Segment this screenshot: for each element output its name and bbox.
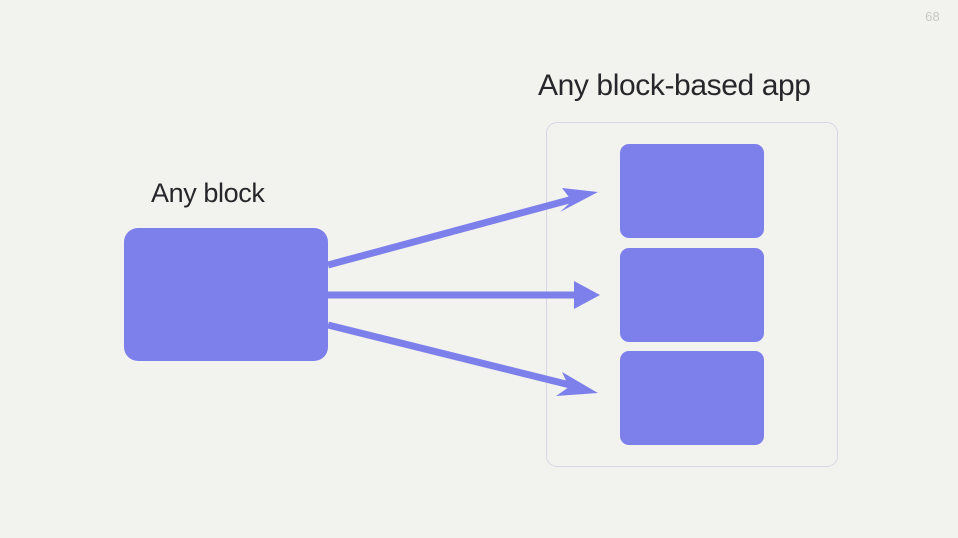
source-block (124, 228, 328, 361)
target-block-2 (620, 247, 764, 342)
target-block-3 (620, 351, 764, 445)
target-title: Any block-based app (538, 69, 811, 102)
page-number: 68 (925, 9, 940, 24)
target-block-1 (620, 144, 764, 238)
block-stack (620, 144, 764, 445)
source-label: Any block (151, 178, 265, 208)
